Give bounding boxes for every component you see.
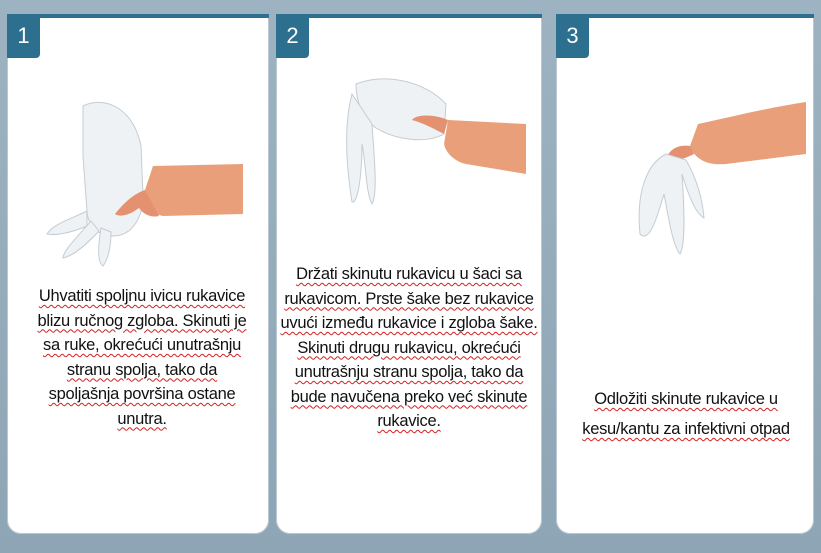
step-number-3: 3 <box>556 14 589 58</box>
card-top-rule <box>309 14 542 18</box>
step-card-1: 1 Uhvatiti spolјnu ivicu rukavice blizu … <box>7 14 269 534</box>
card-top-rule <box>589 14 814 18</box>
glove-disposal-step-3-illustration <box>606 94 806 264</box>
step-number-1: 1 <box>7 14 40 58</box>
step-number-2: 2 <box>276 14 309 58</box>
step-card-3: 3 Odložiti skinute rukavice u kesu/kantu… <box>556 14 814 534</box>
step-1-description: Uhvatiti spolјnu ivicu rukavice blizu ru… <box>33 284 251 431</box>
glove-removal-step-2-illustration <box>316 54 526 214</box>
step-card-2: 2 Držati skinutu rukavicu u šaci sa ruka… <box>276 14 542 534</box>
card-top-rule <box>40 14 269 18</box>
glove-removal-step-1-illustration <box>43 86 243 276</box>
step-2-description: Držati skinutu rukavicu u šaci sa rukavi… <box>280 262 538 434</box>
step-3-description: Odložiti skinute rukavice u kesu/kantu z… <box>576 384 796 444</box>
